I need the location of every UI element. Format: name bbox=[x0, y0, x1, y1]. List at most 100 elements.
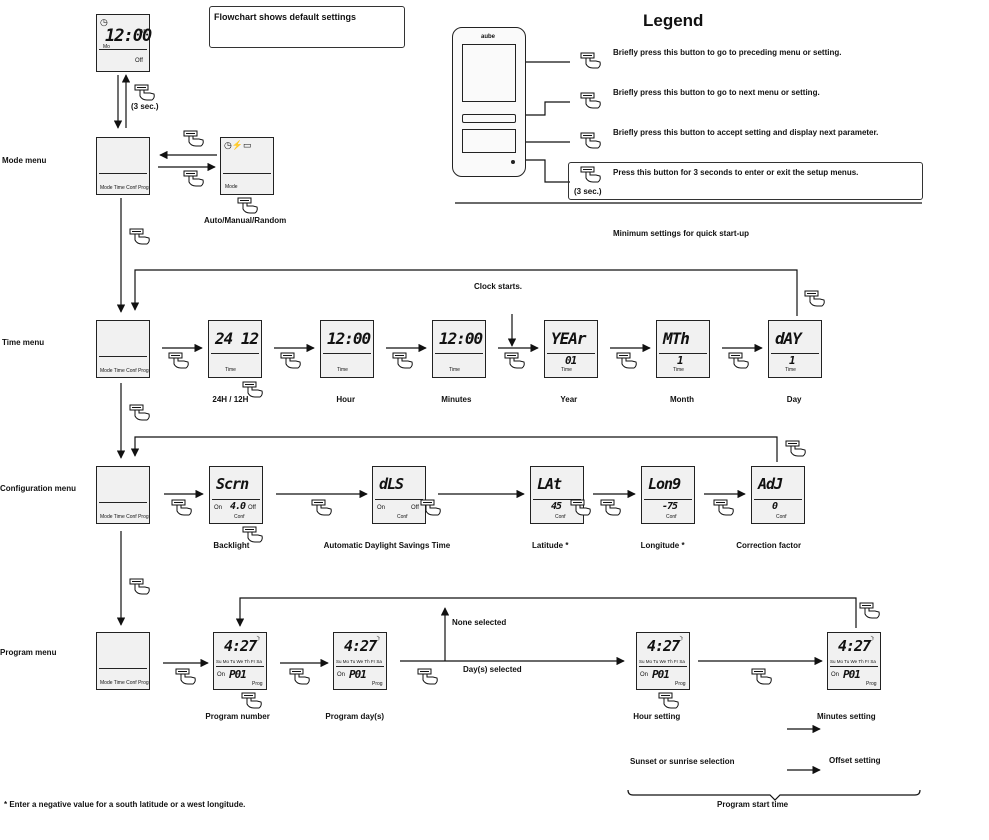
legend-three-sec: (3 sec.) bbox=[574, 187, 602, 196]
clock-starts-label: Clock starts. bbox=[474, 282, 523, 291]
lcd-tag: Conf bbox=[776, 514, 787, 520]
device-led bbox=[511, 160, 515, 164]
lcd-on: On bbox=[640, 672, 649, 678]
lcd-tag: Time bbox=[785, 367, 796, 373]
config-caption: Longitude * bbox=[640, 541, 685, 550]
lcd-divider bbox=[99, 173, 147, 174]
lcd-tag: Prog bbox=[372, 681, 383, 687]
press-button-icon bbox=[129, 578, 151, 596]
lcd-divider bbox=[754, 499, 802, 500]
device-button-top[interactable] bbox=[462, 114, 516, 123]
lcd-home-screen: ◷ 12:00 AM Mo Off bbox=[96, 14, 152, 72]
offset-label: Offset setting bbox=[829, 756, 881, 765]
legend-item-accept: Briefly press this button to accept sett… bbox=[613, 128, 879, 137]
lcd-on: On bbox=[377, 505, 386, 511]
lcd-days: Su Mo Tu We Th Fr Sa bbox=[639, 659, 685, 664]
home-time: 12:00 bbox=[105, 26, 152, 46]
program-menu-label: Program menu bbox=[0, 648, 57, 657]
quick-start-note: Minimum settings for quick start-up bbox=[613, 229, 750, 238]
config-menu-label: Configuration menu bbox=[0, 484, 76, 493]
lcd-status-row: Mode Time Conf Prog bbox=[100, 680, 149, 686]
lcd-tag: Conf bbox=[555, 514, 566, 520]
lcd-main-value: 24 12 bbox=[215, 329, 259, 348]
lcd-divider bbox=[99, 502, 147, 503]
lcd-sub-value: 01 bbox=[565, 354, 577, 367]
config-caption: Latitude * bbox=[532, 541, 569, 550]
lcd-divider bbox=[99, 356, 147, 357]
moon-icon: ☽ bbox=[677, 636, 684, 643]
press-button-icon bbox=[580, 52, 602, 70]
press-button-icon bbox=[171, 499, 193, 517]
time-caption: Year bbox=[560, 395, 578, 404]
press-button-icon bbox=[616, 352, 638, 370]
lcd-sub-value: 1 bbox=[677, 354, 684, 367]
lcd-main-value: 12:00 bbox=[439, 329, 483, 348]
lcd-main-value: 4:27 bbox=[647, 637, 680, 655]
program-caption: Minutes setting bbox=[817, 712, 876, 721]
lcd-days: Su Mo Tu We Th Fr Sa bbox=[336, 659, 382, 664]
home-weekday: Mo bbox=[103, 44, 110, 50]
lcd-divider bbox=[375, 499, 423, 500]
lcd-divider bbox=[223, 173, 271, 174]
lcd-divider bbox=[644, 499, 692, 500]
mode-caption: Auto/Manual/Random bbox=[204, 216, 287, 225]
press-button-icon bbox=[183, 170, 205, 188]
press-button-icon bbox=[175, 668, 197, 686]
three-sec-label: (3 sec.) bbox=[131, 102, 159, 111]
lcd-main-value: Scrn bbox=[216, 475, 249, 493]
lcd-divider bbox=[659, 353, 707, 354]
lcd-mode-menu: Mode Time Conf Prog bbox=[96, 137, 150, 195]
lcd-divider bbox=[533, 499, 581, 500]
program-caption: Hour setting bbox=[633, 712, 681, 721]
lcd-tag: Time bbox=[673, 367, 684, 373]
device-button-accept[interactable] bbox=[462, 129, 516, 153]
sunset-label: Sunset or sunrise selection bbox=[630, 757, 735, 766]
lcd-divider bbox=[771, 353, 819, 354]
press-button-icon bbox=[311, 499, 333, 517]
moon-icon: ☽ bbox=[254, 636, 261, 643]
lcd-divider bbox=[99, 668, 147, 669]
lcd-tag: Prog bbox=[675, 681, 686, 687]
lcd-off: Off bbox=[248, 505, 256, 511]
press-button-icon bbox=[859, 602, 881, 620]
press-button-icon bbox=[129, 228, 151, 246]
program-start-time-label: Program start time bbox=[717, 800, 789, 809]
program-caption: Program day(s) bbox=[325, 712, 385, 721]
lcd-divider bbox=[216, 666, 264, 667]
press-button-icon bbox=[241, 692, 263, 710]
press-button-icon bbox=[751, 668, 773, 686]
press-button-icon bbox=[728, 352, 750, 370]
lcd-status-row: Mode Time Conf Prog bbox=[100, 185, 149, 191]
config-caption: Correction factor bbox=[736, 541, 802, 550]
time-caption: Minutes bbox=[441, 395, 472, 404]
lcd-tag: Prog bbox=[252, 681, 263, 687]
press-button-icon bbox=[237, 197, 259, 215]
press-button-icon bbox=[600, 499, 622, 517]
press-button-icon bbox=[280, 352, 302, 370]
lcd-main-value: 4:27 bbox=[838, 637, 871, 655]
lcd-program-number: P01 bbox=[843, 668, 861, 681]
lcd-main-value: MTh bbox=[663, 329, 690, 348]
home-ampm: AM bbox=[140, 29, 148, 35]
lcd-on: On bbox=[214, 505, 223, 511]
press-button-icon bbox=[804, 290, 826, 308]
lcd-divider bbox=[212, 499, 260, 500]
legend-title: Legend bbox=[643, 11, 704, 30]
moon-icon: ☽ bbox=[374, 636, 381, 643]
thermostat-device: aube bbox=[452, 27, 526, 177]
press-button-icon bbox=[129, 404, 151, 422]
press-button-icon bbox=[785, 440, 807, 458]
lcd-main-value: Lon9 bbox=[648, 475, 681, 493]
mode-menu-label: Mode menu bbox=[2, 156, 47, 165]
lcd-on: On bbox=[337, 672, 346, 678]
lcd-main-value: dLS bbox=[379, 475, 404, 493]
device-brand: aube bbox=[481, 34, 496, 40]
lcd-divider bbox=[99, 49, 147, 50]
